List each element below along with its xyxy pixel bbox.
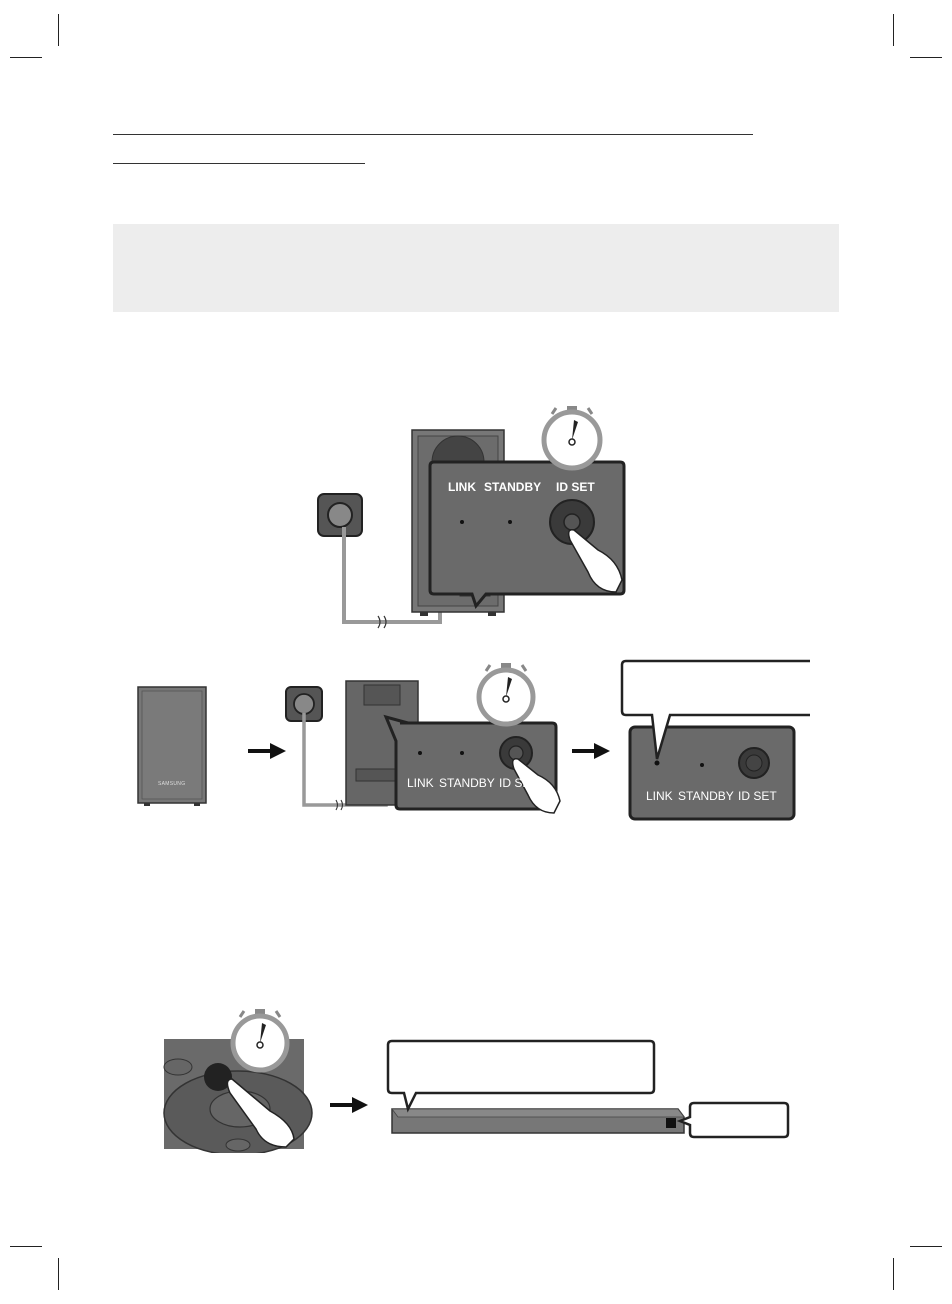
id-set-callout (383, 714, 561, 814)
panel-top-standby-label: STANDBY (484, 480, 542, 494)
display-led (666, 1118, 676, 1128)
power-outlet-icon (317, 493, 363, 537)
figure-subwoofer-id-set (317, 406, 626, 629)
display-callout (676, 1101, 790, 1139)
panel-middle-id-set-label: ID SE (499, 776, 531, 790)
timer-icon (476, 663, 536, 727)
link-status-panel (628, 725, 796, 821)
crop-mark (910, 1246, 942, 1247)
panel-right-id-set-label: ID SET (738, 789, 777, 803)
power-outlet-icon (285, 686, 323, 722)
speech-bubble (620, 659, 810, 760)
finger-icon (567, 528, 623, 593)
panel-middle-link-label: LINK (407, 776, 434, 790)
finger-icon (226, 1078, 295, 1148)
remote-closeup (163, 1039, 313, 1153)
note-box (113, 224, 839, 312)
panel-top-id-set-label: ID SET (556, 480, 595, 494)
heading-rule (113, 134, 753, 135)
timer-icon (541, 406, 603, 471)
crop-mark (893, 14, 894, 46)
crop-mark (58, 1258, 59, 1290)
crop-mark (58, 14, 59, 46)
timer-icon (230, 1009, 290, 1073)
finger-icon (511, 757, 561, 814)
speech-bubble (386, 1039, 656, 1113)
panel-middle-standby-label: STANDBY (439, 776, 495, 790)
soundbar (391, 1108, 685, 1134)
subwoofer-brand: SAMSUNG (158, 781, 186, 787)
panel-top-link-label: LINK (448, 480, 476, 494)
crop-mark (893, 1258, 894, 1290)
arrow-right-icon (330, 1097, 368, 1113)
id-set-callout (428, 460, 626, 610)
crop-mark (10, 57, 42, 58)
figure-remote-soundbar (163, 1009, 790, 1153)
crop-mark (910, 57, 942, 58)
subwoofer-front (137, 686, 207, 806)
figure-link-sequence (137, 659, 810, 821)
arrow-right-icon (248, 743, 286, 759)
panel-right-standby-label: STANDBY (678, 789, 734, 803)
heading-rule (113, 163, 365, 164)
arrow-right-icon (572, 743, 610, 759)
crop-mark (10, 1246, 42, 1247)
panel-right-link-label: LINK (646, 789, 673, 803)
